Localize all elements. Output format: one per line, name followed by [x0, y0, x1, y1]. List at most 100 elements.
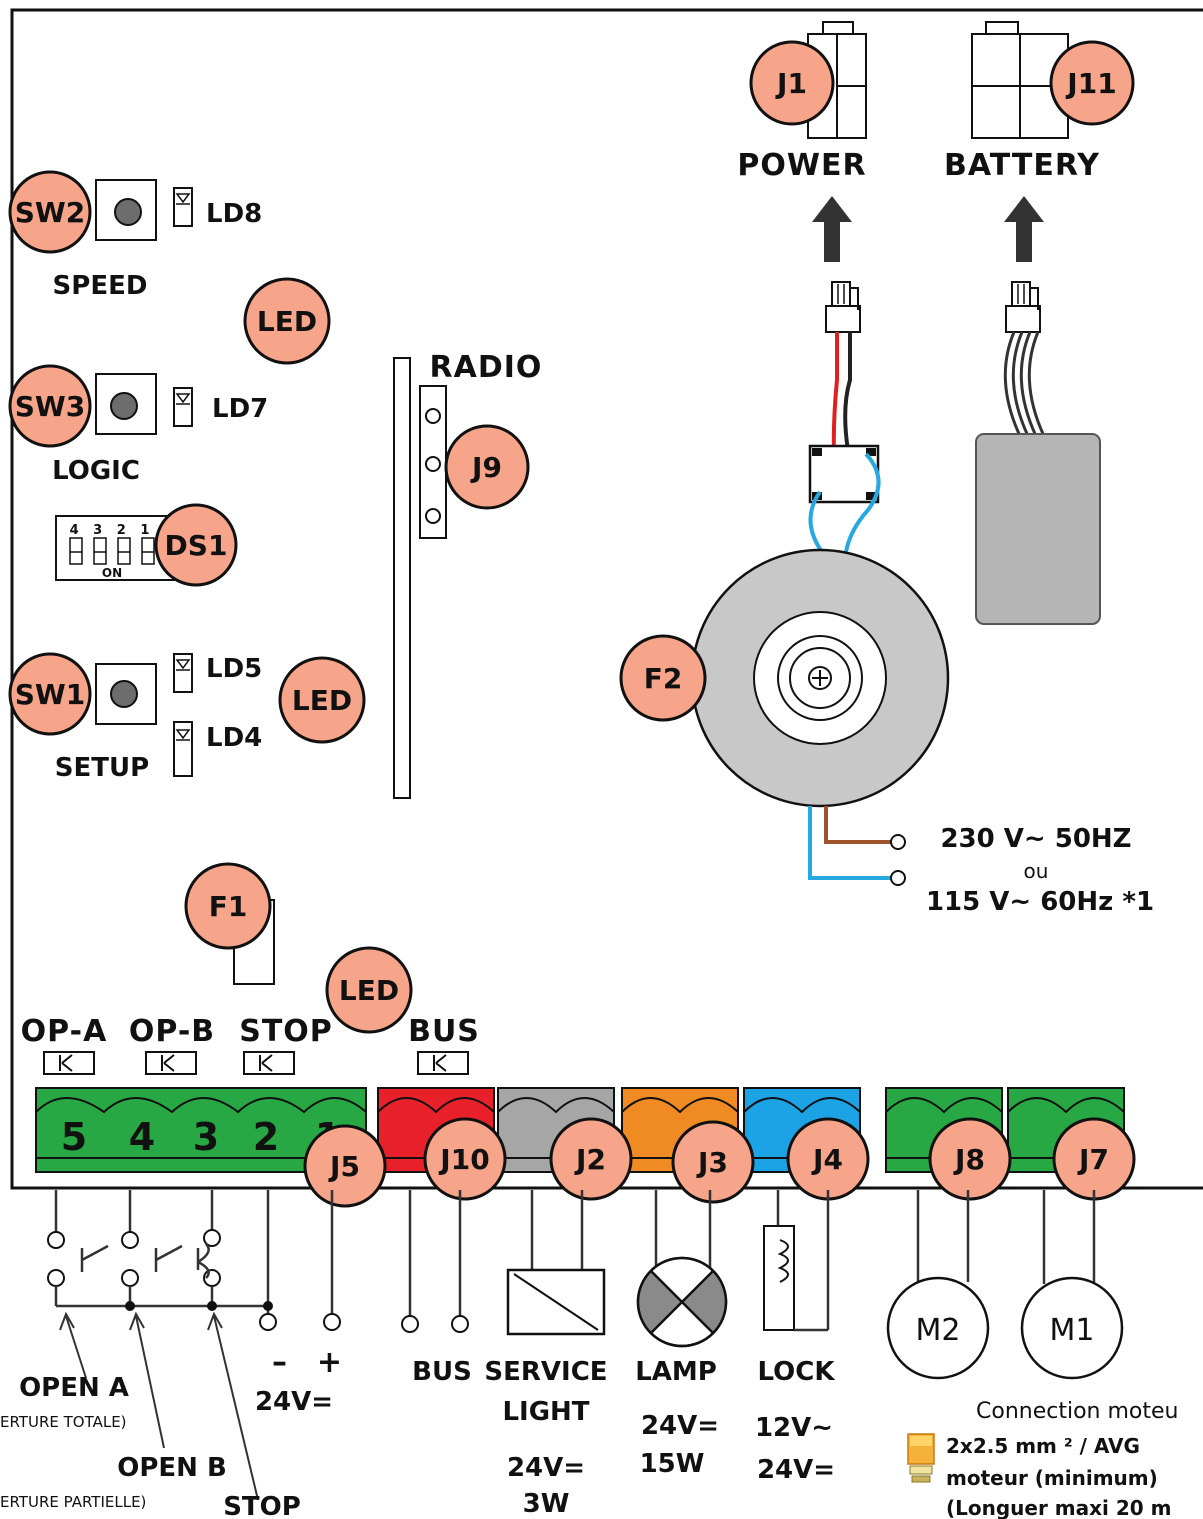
led-ld7-icon	[173, 387, 193, 427]
bus-wiring	[401, 1190, 469, 1333]
logic-label: LOGIC	[52, 456, 140, 486]
badge-j9-label: J9	[470, 451, 502, 484]
badge-f1-label: F1	[209, 890, 248, 923]
note-line-3: moteur (minimum)	[946, 1466, 1158, 1490]
badge-sw1-label: SW1	[15, 678, 86, 711]
bus-label: BUS	[408, 1014, 480, 1049]
dip-on-label: ON	[102, 566, 122, 580]
dip-numbers: 4 3 2 1	[70, 523, 155, 538]
badge-j11	[1049, 40, 1135, 126]
battery-pack	[975, 433, 1101, 625]
transformer	[690, 548, 950, 808]
power-label: POWER	[737, 148, 866, 183]
led-ld4-icon	[173, 721, 193, 777]
sw2-button	[114, 198, 142, 226]
badge-j3-label: J3	[696, 1146, 728, 1179]
led-ld8-icon	[173, 187, 193, 227]
badge-sw2	[8, 170, 92, 254]
motor-m2-wiring	[886, 1190, 990, 1380]
battery-wires	[1003, 331, 1046, 437]
supply-24v-label: 24V=	[255, 1387, 333, 1417]
plus-label: +	[317, 1345, 343, 1380]
service-label: SERVICE	[484, 1357, 607, 1387]
service-light-wiring	[506, 1190, 606, 1336]
note-line-4: (Longuer maxi 20 m	[946, 1496, 1172, 1519]
badge-j10-label: J10	[438, 1143, 489, 1176]
note-line-2: 2x2.5 mm ² / AVG	[946, 1434, 1140, 1458]
led-bus-icon	[417, 1051, 469, 1075]
power-plug	[825, 281, 861, 333]
wire-blue	[808, 806, 892, 880]
ld8-label: LD8	[206, 199, 262, 229]
badge-f2	[619, 634, 707, 722]
radio-slot	[393, 357, 411, 799]
lock-voltage-2: 24V=	[757, 1455, 835, 1485]
wire-brown	[824, 806, 892, 844]
ld4-label: LD4	[206, 723, 262, 753]
led-op-a-icon	[43, 1051, 95, 1075]
badge-j2	[549, 1117, 633, 1201]
badge-led-3-label: LED	[339, 974, 399, 1007]
stop-label: STOP	[239, 1014, 333, 1049]
lock-coil-icon	[763, 1190, 830, 1332]
terminal-3: 3	[193, 1115, 219, 1159]
badge-sw3-label: SW3	[15, 390, 86, 423]
open-b-subtext: ERTURE PARTIELLE)	[0, 1493, 146, 1511]
light-label: LIGHT	[502, 1397, 589, 1427]
service-voltage: 24V=	[507, 1453, 585, 1483]
lock-label: LOCK	[758, 1357, 836, 1387]
badge-j5	[303, 1124, 387, 1208]
bus-bottom-label: BUS	[412, 1357, 472, 1387]
badge-j8-label: J8	[953, 1143, 985, 1176]
lamp-voltage: 24V=	[641, 1411, 719, 1441]
ld5-label: LD5	[206, 654, 262, 684]
minus-label: –	[272, 1345, 288, 1380]
led-ld5-icon	[173, 653, 193, 693]
led-stop-icon	[243, 1051, 295, 1075]
badge-j8	[928, 1117, 1012, 1201]
input-wiring	[47, 1190, 341, 1501]
warning-bulb-icon	[907, 1433, 935, 1483]
wire-red	[831, 332, 839, 459]
terminal-2: 2	[253, 1115, 279, 1159]
terminal-5: 5	[61, 1115, 87, 1159]
setup-label: SETUP	[55, 753, 149, 783]
badge-j1-label: J1	[775, 67, 807, 100]
mains-label-or: ou	[1024, 859, 1049, 883]
sw1-button	[110, 680, 138, 708]
radio-label: RADIO	[430, 350, 543, 385]
open-a-label: OPEN A	[19, 1373, 129, 1403]
motor-m2-label: M2	[916, 1313, 961, 1348]
badge-led-1-label: LED	[257, 305, 317, 338]
lock-voltage-1: 12V~	[755, 1413, 833, 1443]
badge-led-1	[243, 277, 331, 365]
badge-j7-label: J7	[1077, 1143, 1109, 1176]
battery-plug	[1005, 281, 1041, 333]
mains-label-115: 115 V~ 60Hz *1	[926, 887, 1154, 917]
badge-j1	[749, 40, 835, 126]
badge-j3	[671, 1120, 755, 1204]
badge-ds1	[154, 503, 238, 587]
badge-sw1	[8, 652, 92, 736]
terminal-4: 4	[129, 1115, 155, 1159]
badge-j9	[444, 424, 530, 510]
stop-bottom-label: STOP	[223, 1492, 301, 1519]
battery-label: BATTERY	[944, 148, 1100, 183]
badge-led-2	[278, 656, 366, 744]
op-a-label: OP-A	[21, 1014, 108, 1049]
motor-m1-wiring	[1020, 1190, 1124, 1380]
badge-sw2-label: SW2	[15, 196, 86, 229]
motor-m1-label: M1	[1050, 1313, 1095, 1348]
mains-label-230: 230 V~ 50HZ	[940, 824, 1131, 854]
lamp-label: LAMP	[635, 1357, 717, 1387]
arrow-up-icon	[1004, 196, 1044, 262]
radio-connector-j9	[419, 385, 447, 539]
badge-f1	[184, 862, 272, 950]
badge-j10	[423, 1117, 507, 1201]
badge-led-3	[325, 946, 413, 1034]
badge-j5-label: J5	[328, 1150, 360, 1183]
badge-j2-label: J2	[574, 1143, 606, 1176]
wire-blue	[808, 490, 824, 554]
open-b-label: OPEN B	[117, 1453, 227, 1483]
